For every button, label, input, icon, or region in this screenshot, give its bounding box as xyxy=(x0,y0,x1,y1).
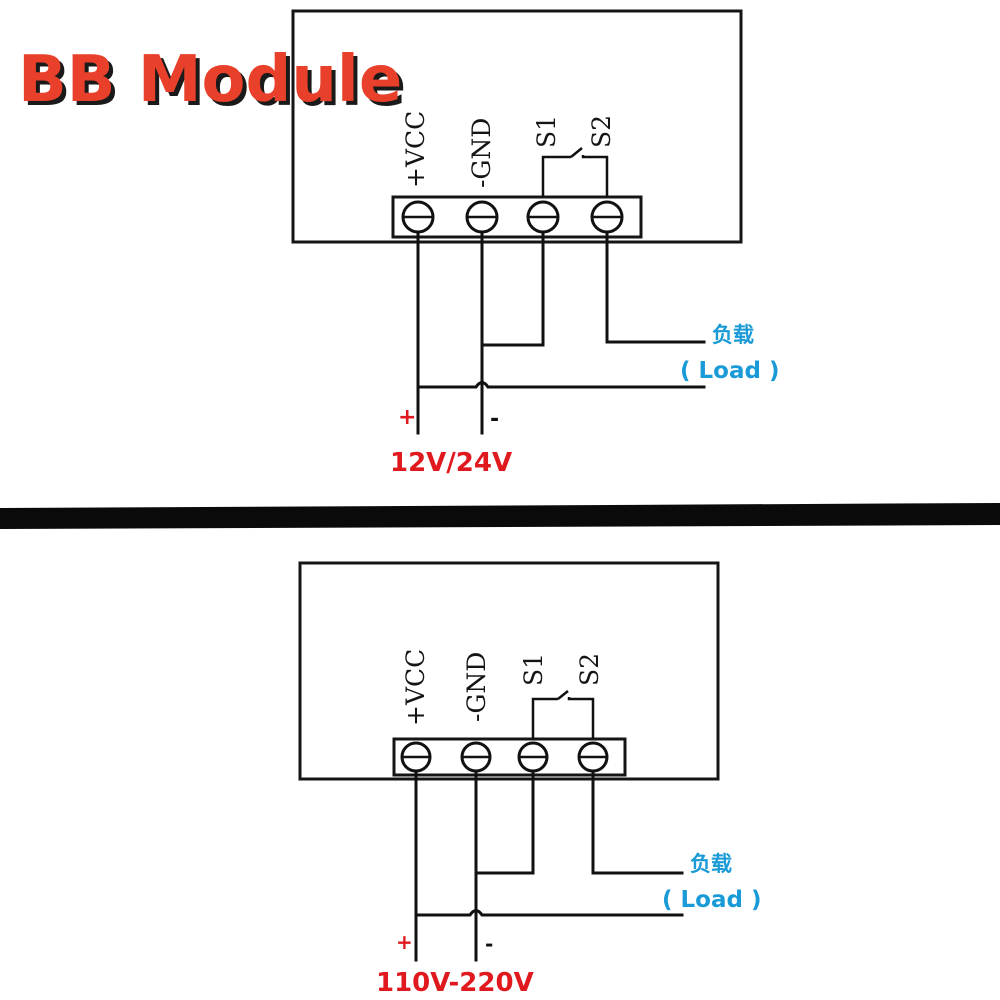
wiring xyxy=(414,769,684,962)
positive-symbol: + xyxy=(398,405,416,430)
positive-symbol: + xyxy=(396,930,413,954)
negative-symbol: - xyxy=(490,407,499,432)
relay-switch-icon xyxy=(541,147,609,197)
screw-terminal-s1 xyxy=(517,741,549,773)
terminal-label-gnd: -GND xyxy=(462,652,491,722)
diagram-mains-voltage: +VCC -GND S1 S2 负载 ( Load ) + - 110V-220… xyxy=(298,561,761,998)
title-shadow: BB Module xyxy=(22,47,406,121)
terminal-label-vcc: +VCC xyxy=(401,111,430,188)
load-label-en: ( Load ) xyxy=(680,358,779,384)
supply-voltage-label: 110V-220V xyxy=(376,968,534,998)
terminal-label-gnd: -GND xyxy=(467,118,496,188)
screw-terminal-s2 xyxy=(590,200,624,234)
screw-terminal-gnd xyxy=(460,741,492,773)
supply-voltage-label: 12V/24V xyxy=(390,448,512,478)
screw-terminal-s1 xyxy=(526,200,560,234)
screw-terminal-gnd xyxy=(465,200,499,234)
load-label-en: ( Load ) xyxy=(662,887,761,913)
terminal-label-s2: S2 xyxy=(587,115,616,148)
terminal-label-s1: S1 xyxy=(519,653,548,686)
screw-terminal-vcc xyxy=(400,741,432,773)
load-label-cn: 负载 xyxy=(712,323,754,347)
title-banner: BB Module BB Module xyxy=(18,43,406,121)
screw-terminal-vcc xyxy=(401,200,435,234)
screw-terminal-s2 xyxy=(577,741,609,773)
terminal-label-vcc: +VCC xyxy=(401,649,430,726)
relay-switch-icon xyxy=(531,690,595,739)
load-label-cn: 负载 xyxy=(690,852,732,876)
negative-symbol: - xyxy=(485,932,493,956)
diagram-low-voltage: +VCC -GND S1 S2 负载 ( Load ) + - 12V/24V xyxy=(291,9,779,478)
page-title: BB Module xyxy=(18,43,402,117)
terminal-label-s1: S1 xyxy=(532,115,561,148)
wiring xyxy=(416,230,706,435)
divider-bar xyxy=(0,503,1000,529)
terminal-label-s2: S2 xyxy=(575,653,604,686)
